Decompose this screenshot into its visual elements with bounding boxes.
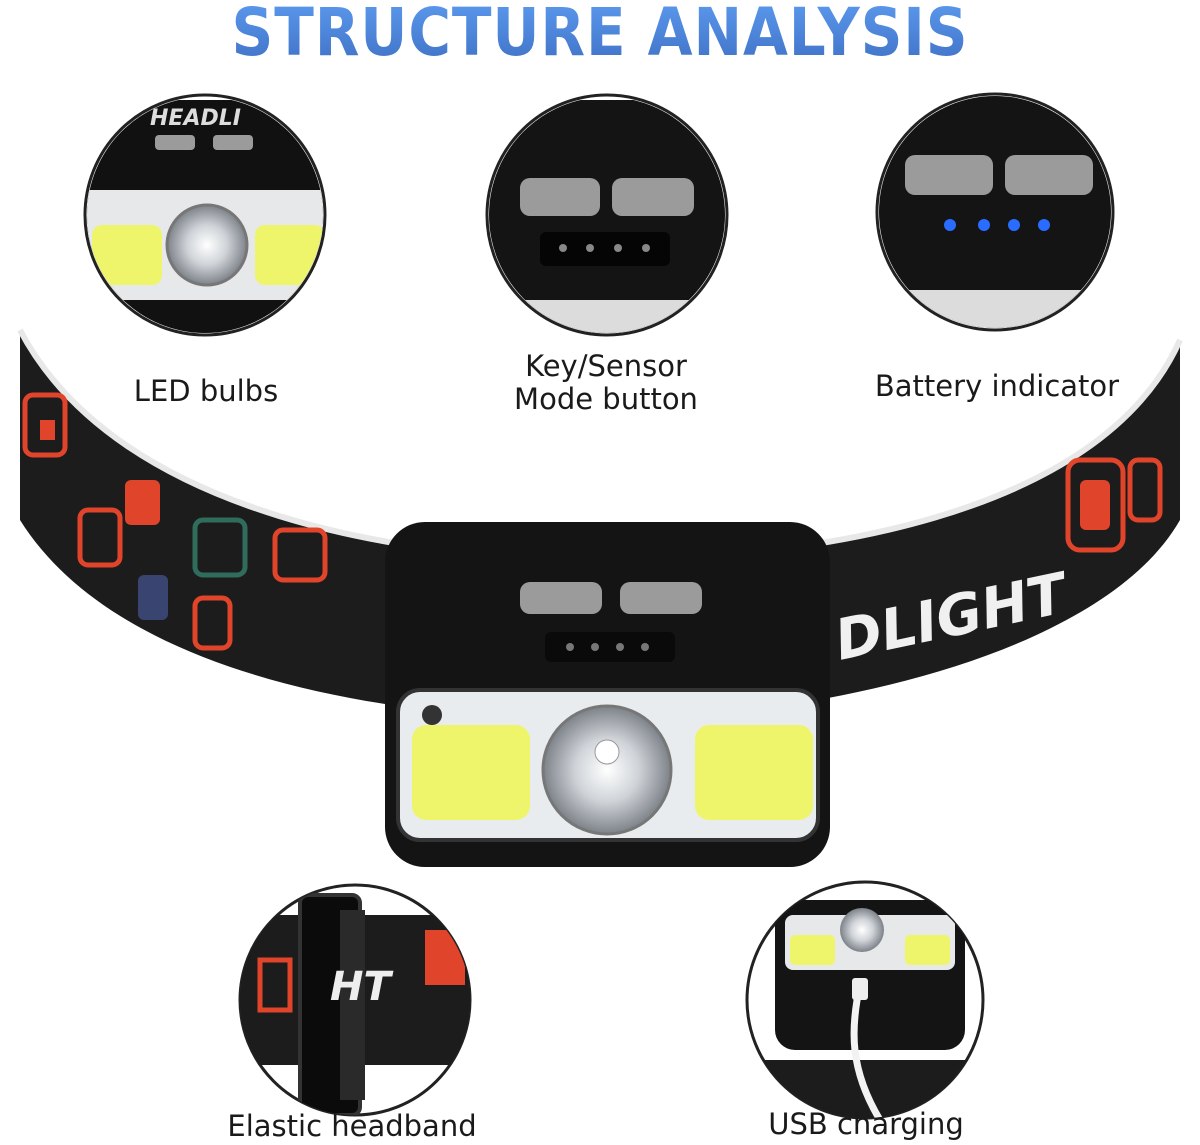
led-bulbs-label: LED bulbs bbox=[133, 374, 279, 408]
page-title: STRUCTURE ANALYSIS bbox=[72, 0, 1128, 71]
battery-indicator-label: Battery indicator bbox=[874, 369, 1120, 403]
key-sensor-label-line1: Key/Sensor bbox=[525, 349, 687, 383]
elastic-headband-detail: HT bbox=[238, 883, 472, 1117]
usb-charging-detail bbox=[745, 880, 985, 1120]
sensor-key-icon bbox=[612, 178, 694, 216]
usb-cable bbox=[850, 984, 884, 1118]
battery-indicator-detail bbox=[875, 92, 1115, 332]
headband: DLIGHT bbox=[17, 328, 1183, 720]
led-bulbs-detail: HEADLI bbox=[83, 93, 327, 337]
usb-charging-label: USB charging bbox=[768, 1107, 964, 1141]
key-sensor-label-line2: Mode button bbox=[514, 382, 698, 416]
detail-band-print: HT bbox=[330, 964, 393, 1010]
top-print: HEADLI bbox=[150, 106, 241, 131]
elastic-headband-label: Elastic headband bbox=[227, 1109, 477, 1143]
power-key-icon bbox=[520, 178, 600, 216]
key-sensor-detail bbox=[485, 93, 729, 337]
headlamp-body bbox=[385, 522, 830, 867]
